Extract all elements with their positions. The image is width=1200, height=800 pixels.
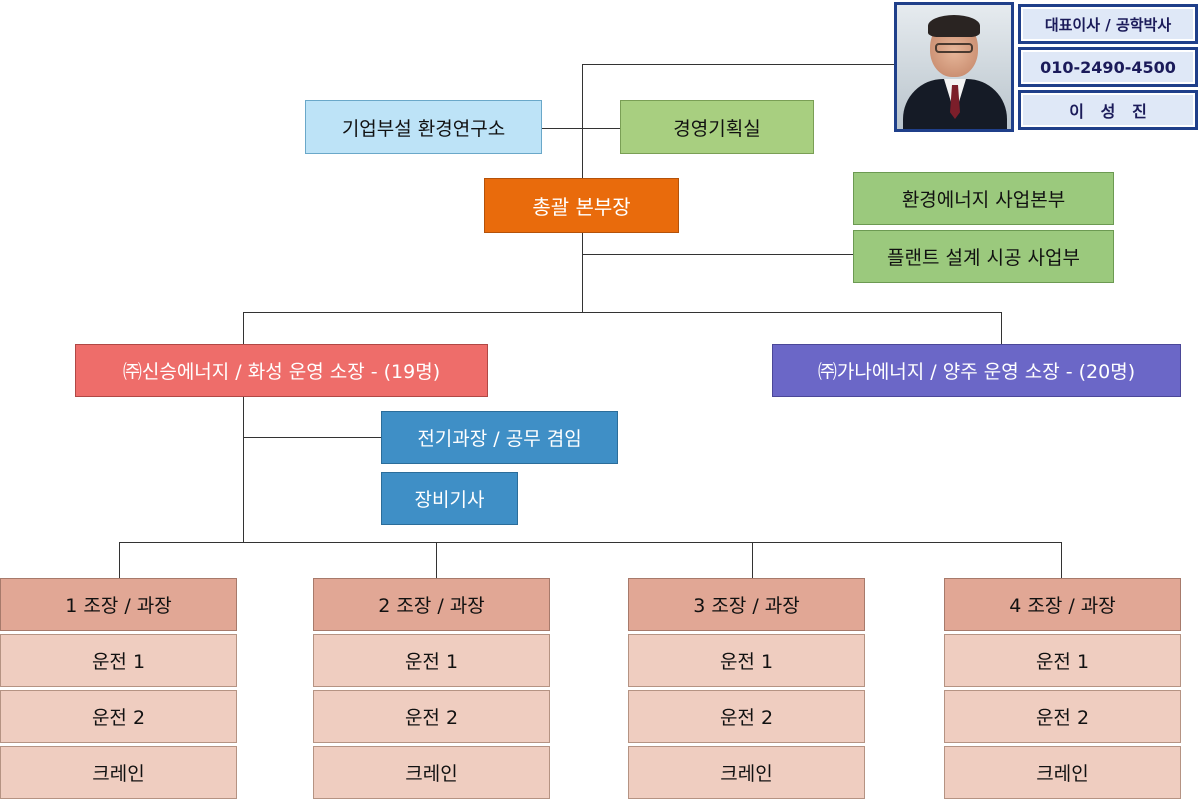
team-3-member: 운전 2: [628, 690, 865, 743]
team-4-member: 운전 2: [944, 690, 1181, 743]
division-box-environment: 환경에너지 사업본부: [853, 172, 1114, 225]
staff-box-equipment: 장비기사: [381, 472, 518, 525]
team-1-head: 1 조장 / 과장: [0, 578, 237, 631]
connector-team-3: [752, 542, 753, 578]
connector-trunk-top: [582, 64, 583, 178]
team-1-member: 운전 1: [0, 634, 237, 687]
connector-team-1: [119, 542, 120, 578]
profile-photo: [894, 2, 1014, 132]
team-3-member: 크레인: [628, 746, 865, 799]
staff-box-electric: 전기과장 / 공무 겸임: [381, 411, 618, 464]
team-4-member: 운전 1: [944, 634, 1181, 687]
connector-site-trunk: [243, 397, 244, 542]
connector-site-left: [243, 312, 244, 344]
connector-trunk-bottom: [582, 233, 583, 313]
team-4-member: 크레인: [944, 746, 1181, 799]
profile-name: 이 성 진: [1018, 90, 1198, 130]
connector-teams: [119, 542, 1062, 543]
connector-staff: [243, 437, 381, 438]
site-box-yangju: ㈜가나에너지 / 양주 운영 소장 - (20명): [772, 344, 1181, 397]
team-2-member: 크레인: [313, 746, 550, 799]
connector-team-4: [1061, 542, 1062, 578]
connector-top: [582, 64, 894, 65]
team-1-member: 크레인: [0, 746, 237, 799]
connector-divisions: [582, 254, 853, 255]
team-3-head: 3 조장 / 과장: [628, 578, 865, 631]
connector-team-2: [436, 542, 437, 578]
management-box: 경영기획실: [620, 100, 814, 154]
site-box-hwaseong: ㈜신승에너지 / 화성 운영 소장 - (19명): [75, 344, 488, 397]
team-3-member: 운전 1: [628, 634, 865, 687]
team-2-head: 2 조장 / 과장: [313, 578, 550, 631]
connector-site-right: [1001, 312, 1002, 344]
profile-title: 대표이사 / 공학박사: [1018, 4, 1198, 44]
team-1-member: 운전 2: [0, 690, 237, 743]
team-2-member: 운전 1: [313, 634, 550, 687]
lab-box: 기업부설 환경연구소: [305, 100, 542, 154]
ceo-box: 총괄 본부장: [484, 178, 679, 233]
team-2-member: 운전 2: [313, 690, 550, 743]
division-box-plant: 플랜트 설계 시공 사업부: [853, 230, 1114, 283]
connector-lab-mgmt: [542, 128, 620, 129]
profile-phone: 010-2490-4500: [1018, 47, 1198, 87]
connector-sites: [243, 312, 1002, 313]
team-4-head: 4 조장 / 과장: [944, 578, 1181, 631]
